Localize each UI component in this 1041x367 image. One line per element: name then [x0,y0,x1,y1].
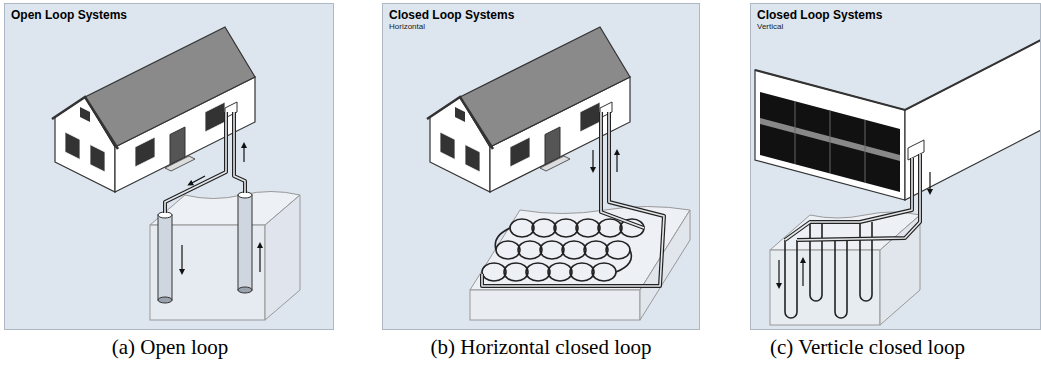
ground-block-front [770,250,880,325]
coil-loop [576,219,600,237]
figure-caption: (c) Verticle closed loop [770,334,1036,360]
coil-loop [510,219,534,237]
window-mullion [865,120,866,183]
figure-caption: (b) Horizontal closed loop [380,334,702,360]
flow-arrow [778,260,779,286]
flow-arrow [802,260,803,286]
window-mullion [830,110,831,173]
window-mullion [795,101,796,164]
panel-box: Closed Loop SystemsHorizontal [382,3,700,330]
panel-ground [4,3,334,330]
coil-loop [584,241,608,259]
building-windows [760,92,900,192]
panel-subtitle: Horizontal [389,22,693,32]
panel-ground [750,3,1041,330]
vertical-loop [835,240,847,318]
vertical-loop [785,240,797,318]
coil-turn [495,228,510,250]
pipe [482,112,664,286]
ground-block-side [265,195,300,320]
pipe [234,112,245,193]
pipe-core [482,112,664,286]
pipe [785,158,912,240]
panel-box: Closed Loop SystemsVertical [750,3,1041,330]
well [238,195,252,290]
panel-ground [382,3,700,330]
well-bottom [238,287,252,293]
ground-block-side [880,215,920,325]
pipe [165,112,226,213]
ground-block-front [470,290,640,320]
coil-turn [616,250,631,272]
flow-arrow [592,150,593,170]
panel-title: Closed Loop Systems [757,8,1034,22]
flow-arrow [616,152,617,172]
pipe [797,154,920,240]
building-wall [905,40,1041,200]
coil-loop [606,241,630,259]
coil-loop [504,263,528,281]
pipe-core [165,112,226,213]
flow-arrow [181,245,182,272]
well [158,215,172,300]
vertical-loop [860,222,872,301]
panel-title: Closed Loop Systems [389,8,693,22]
pipe-core [797,154,920,240]
coil-loop [526,263,550,281]
panel-box: Open Loop Systems [4,3,334,330]
coil-loop [540,241,564,259]
panel-subtitle: Vertical [757,22,1034,32]
coil-loop [592,263,616,281]
flow-arrow [190,176,205,184]
flow-arrow [929,172,930,192]
well-bottom [158,297,172,303]
coil-loop [554,219,578,237]
coil-loop [570,263,594,281]
coil-loop [562,241,586,259]
coil-loop [496,241,520,259]
coil-row [482,263,616,281]
pipe-core [234,112,245,193]
coil-loop [532,219,556,237]
panel-title: Open Loop Systems [11,8,327,22]
figure-caption: (a) Open loop [5,334,335,360]
coil-loop [598,219,622,237]
flow-arrow [243,145,244,162]
pipe-core [785,158,912,240]
flow-arrow [259,245,260,272]
coil-loop [548,263,572,281]
coil-row [496,241,630,259]
coil-loop [482,263,506,281]
coil-loop [518,241,542,259]
vertical-loop [810,222,822,301]
building-parapet [755,40,1041,110]
